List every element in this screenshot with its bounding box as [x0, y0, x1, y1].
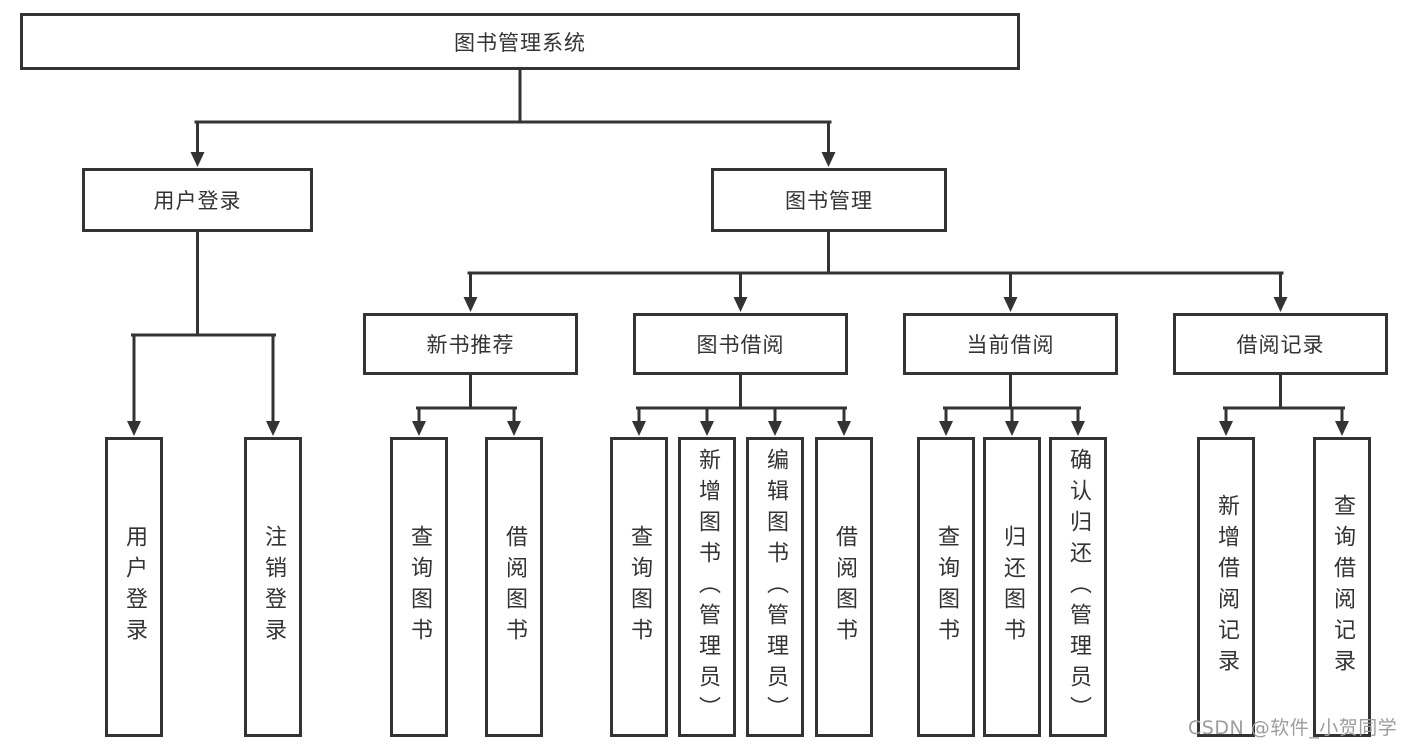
leaf-recommend-query-book: 查询图书: [390, 437, 448, 737]
node-new-book-recommend: 新书推荐: [363, 313, 578, 375]
node-borrow-records: 借阅记录: [1173, 313, 1388, 375]
leaf-recommend-borrow-book: 借阅图书: [485, 437, 543, 737]
node-current-borrow: 当前借阅: [903, 313, 1118, 375]
leaf-borrow-query-book: 查询图书: [610, 437, 668, 737]
leaf-borrow-borrow-book: 借阅图书: [815, 437, 873, 737]
leaf-borrow-add-book-admin: 新增图书（管理员）: [678, 437, 736, 737]
leaf-current-query-book: 查询图书: [917, 437, 975, 737]
leaf-records-add-record: 新增借阅记录: [1197, 437, 1255, 737]
csdn-watermark: CSDN @软件_小贺同学: [1188, 717, 1398, 739]
leaf-current-confirm-return-admin: 确认归还（管理员）: [1049, 437, 1107, 737]
node-book-management: 图书管理: [711, 168, 947, 232]
leaf-logout: 注销登录: [244, 437, 302, 737]
leaf-current-return-book: 归还图书: [983, 437, 1041, 737]
node-book-borrow: 图书借阅: [633, 313, 848, 375]
leaf-borrow-edit-book-admin: 编辑图书（管理员）: [746, 437, 804, 737]
leaf-records-query-record: 查询借阅记录: [1313, 437, 1371, 737]
node-user-login: 用户登录: [82, 168, 313, 232]
leaf-user-login: 用户登录: [105, 437, 163, 737]
node-root: 图书管理系统: [20, 13, 1020, 70]
